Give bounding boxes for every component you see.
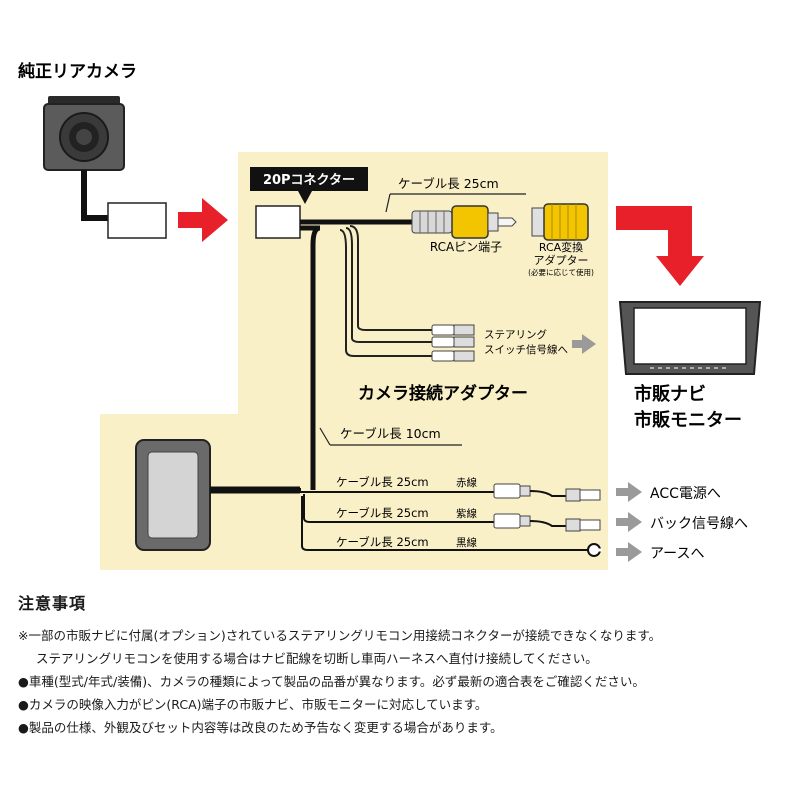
ground-lug-icon [580,543,602,557]
red-arrow-down [616,206,704,286]
rca-adapter [531,203,589,241]
wire-2-length: ケーブル長 25cm [336,506,429,520]
monitor-icon [618,301,762,375]
steering-label-2: スイッチ信号線へ [484,343,568,356]
wire-red [299,488,494,493]
steering-plug-2 [431,336,475,348]
camera-plug [107,202,167,239]
rca-adapter-note: (必要に応じて使用) [528,267,594,277]
connector-label: 20Pコネクター [263,173,355,188]
wire-3-dest: アースへ [650,546,704,562]
cable-length-mid: ケーブル長 10cm [340,426,441,441]
rca-pin-plug [411,205,517,239]
wire-3-color: 黒線 [456,536,477,549]
camera-cable [81,170,110,221]
rca-pin-label: RCAピン端子 [430,240,502,254]
wire-1-dest: ACC電源へ [650,486,721,502]
wire-1-color: 赤線 [456,476,477,489]
steering-plug-3 [431,350,475,362]
20p-connector [255,205,301,239]
wire-1-length: ケーブル長 25cm [336,475,429,489]
wiring-diagram: 純正リアカメラ 20Pコネクター ケーブル長 25cm RCAピン端子 [18,61,762,570]
note-line-3: ●車種(型式/年式/装備)、カメラの種類によって製品の品番が異なります。必ず最新… [18,674,645,689]
note-line-2: ステアリングリモコンを使用する場合はナビ配線を切断し車両ハーネスへ直付け接続して… [36,651,598,666]
back-signal-terminal [493,513,601,532]
notes-section: 注意事項 ※一部の市販ナビに付属(オプション)されているステアリングリモコン用接… [18,590,788,739]
camera-title: 純正リアカメラ [18,61,137,82]
acc-terminal [493,483,601,502]
wire-3-length: ケーブル長 25cm [336,535,429,549]
rca-adapter-label-2: アダプター [534,253,589,267]
steering-plug-1 [431,324,475,336]
acc-arrow [616,482,642,502]
steering-arrow [572,334,596,354]
ground-arrow [616,542,642,562]
camera-adapter-box [135,439,211,551]
notes-title: 注意事項 [18,594,87,613]
monitor-label-1: 市販ナビ [634,383,706,405]
note-line-5: ●製品の仕様、外観及びセット内容等は改良のため予告なく変更する場合があります。 [18,720,503,735]
connector-label-box [250,167,368,191]
adapter-label: カメラ接続アダプター [358,383,528,404]
rca-adapter-label-1: RCA変換 [539,240,583,254]
wire-purple [303,494,494,523]
cable-length-top: ケーブル長 25cm [398,176,499,191]
wire-black [301,496,580,551]
steering-label-1: ステアリング [484,328,547,341]
note-line-4: ●カメラの映像入力がピン(RCA)端子の市販ナビ、市販モニターに対応しています。 [18,697,488,712]
rear-camera-icon [43,96,125,171]
back-arrow [616,512,642,532]
red-arrow-right [178,198,228,242]
main-cable [300,225,321,490]
wire-2-dest: バック信号線へ [650,516,748,532]
background-panel [100,152,608,570]
wire-2-color: 紫線 [456,507,477,520]
monitor-label-2: 市販モニター [634,409,742,431]
note-line-1: ※一部の市販ナビに付属(オプション)されているステアリングリモコン用接続コネクタ… [18,628,662,643]
